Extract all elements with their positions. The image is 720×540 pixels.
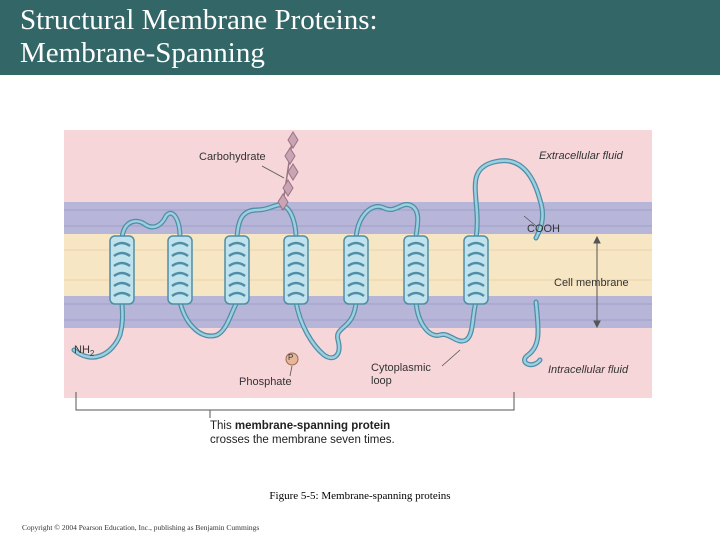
- label-nh2-subscript: 2: [89, 349, 95, 359]
- label-phosphate-p: P: [288, 353, 294, 362]
- figure-caption: Figure 5-5: Membrane-spanning proteins: [269, 490, 451, 502]
- membrane-bracket: [593, 235, 601, 329]
- label-extracellular-fluid: Extracellular fluid: [539, 150, 623, 162]
- caption-line2: crosses the membrane seven times.: [210, 434, 395, 446]
- label-nh2-text: NH: [74, 344, 90, 356]
- helix-4: [283, 235, 309, 305]
- carbohydrate-chain: [277, 131, 299, 211]
- helix-3: [224, 235, 250, 305]
- copyright-notice: Copyright © 2004 Pearson Education, Inc.…: [22, 523, 260, 532]
- diagram-caption: This membrane-spanning protein crosses t…: [210, 419, 470, 447]
- intracellular-region: [64, 328, 652, 398]
- label-nh2: NH2: [74, 344, 94, 358]
- extracellular-region: [64, 130, 652, 202]
- helix-6: [403, 235, 429, 305]
- phosphate-marker: [285, 352, 299, 366]
- label-intracellular-fluid: Intracellular fluid: [548, 364, 629, 376]
- caption-prefix: This: [210, 420, 235, 432]
- caption-bold: membrane-spanning protein: [234, 420, 391, 432]
- label-cooh: COOH: [527, 223, 560, 235]
- label-cell-membrane: Cell membrane: [554, 277, 629, 289]
- helix-2: [167, 235, 193, 305]
- membrane-illustration: [64, 130, 652, 418]
- membrane-diagram: Carbohydrate Extracellular fluid COOH Ce…: [62, 130, 662, 455]
- helix-5: [343, 235, 369, 305]
- label-phosphate: Phosphate: [239, 376, 292, 388]
- label-carbohydrate: Carbohydrate: [199, 151, 266, 163]
- label-cytoplasmic-loop: Cytoplasmic loop: [371, 362, 431, 387]
- transmembrane-helices: [109, 235, 489, 305]
- slide-title: Structural Membrane Proteins: Membrane-S…: [20, 4, 378, 69]
- protein-span-bracket: [75, 392, 515, 418]
- title-bar: Structural Membrane Proteins: Membrane-S…: [0, 0, 720, 75]
- helix-7: [463, 235, 489, 305]
- helix-1: [109, 235, 135, 305]
